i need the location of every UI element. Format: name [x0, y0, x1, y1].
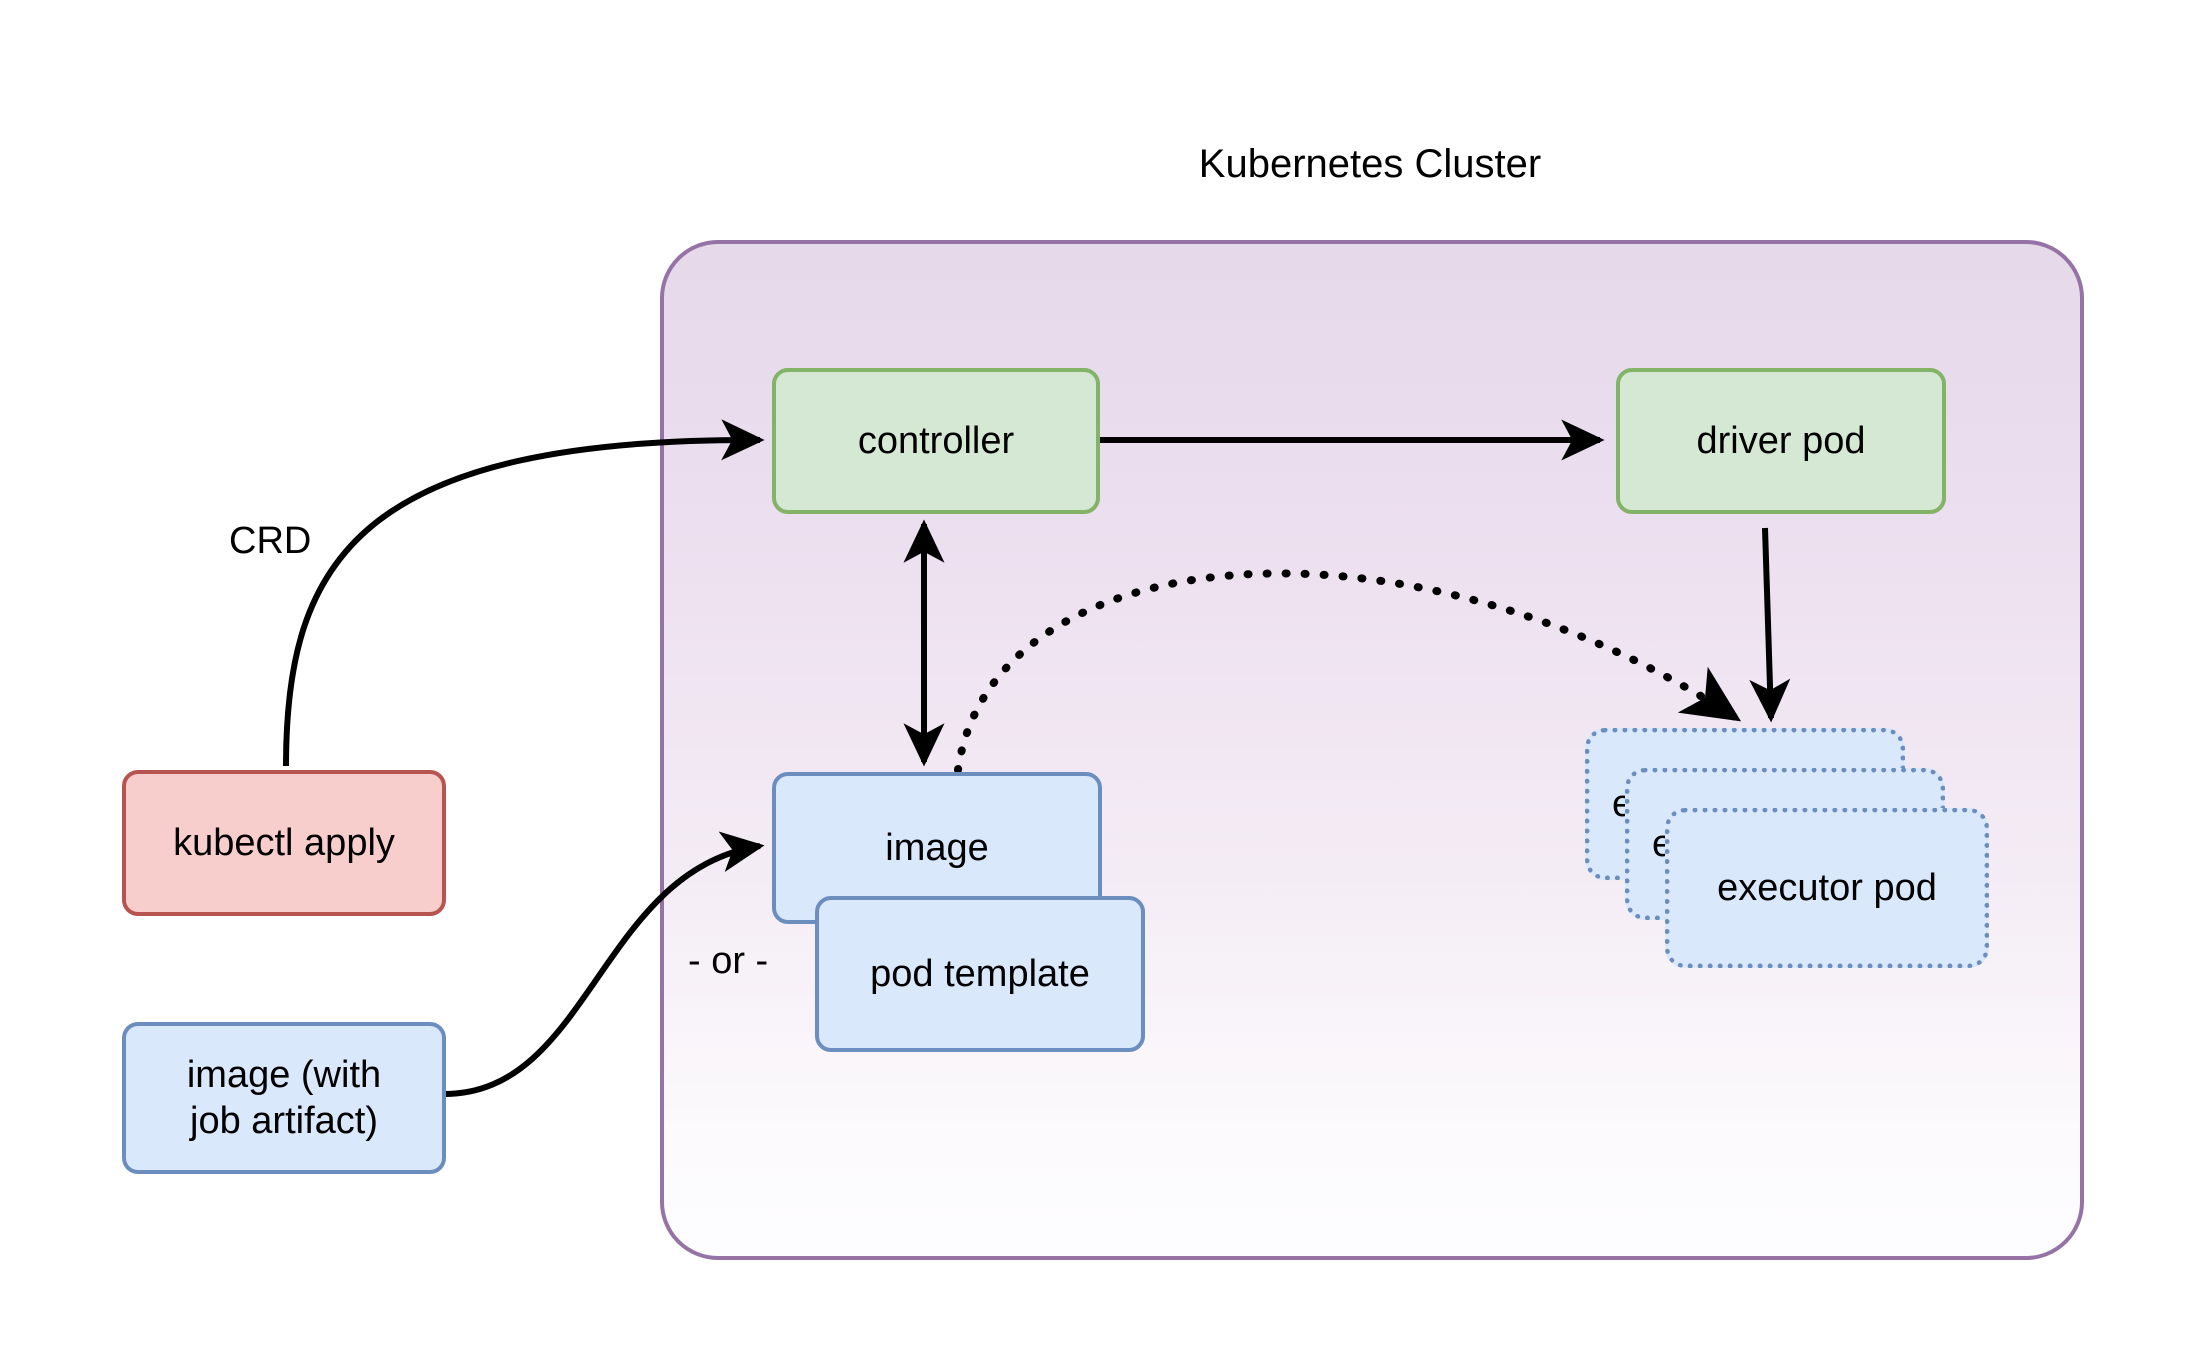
node-controller-label: controller	[857, 420, 1015, 462]
node-executor-pod-front-label: executor pod	[1717, 867, 1937, 909]
node-driver-pod[interactable]: driver pod	[1616, 368, 1946, 514]
node-kubectl-apply[interactable]: kubectl apply	[122, 770, 446, 916]
node-image-with-job-artifact[interactable]: image (with job artifact)	[122, 1022, 446, 1174]
node-image-with-job-artifact-label-line2: job artifact)	[190, 1100, 378, 1142]
node-pod-template-label: pod template	[870, 953, 1090, 995]
crd-edge-label: CRD	[229, 520, 312, 562]
node-driver-pod-label: driver pod	[1696, 420, 1866, 462]
or-label: - or -	[688, 940, 769, 982]
node-image-with-job-artifact-label-line1: image (with	[186, 1054, 382, 1096]
cluster-title: Kubernetes Cluster	[1198, 142, 1542, 186]
node-executor-pod-front[interactable]: executor pod	[1665, 808, 1989, 968]
node-kubectl-apply-label: kubectl apply	[173, 822, 395, 864]
node-image-label: image	[885, 827, 989, 869]
node-pod-template[interactable]: pod template	[815, 896, 1145, 1052]
node-controller[interactable]: controller	[772, 368, 1100, 514]
